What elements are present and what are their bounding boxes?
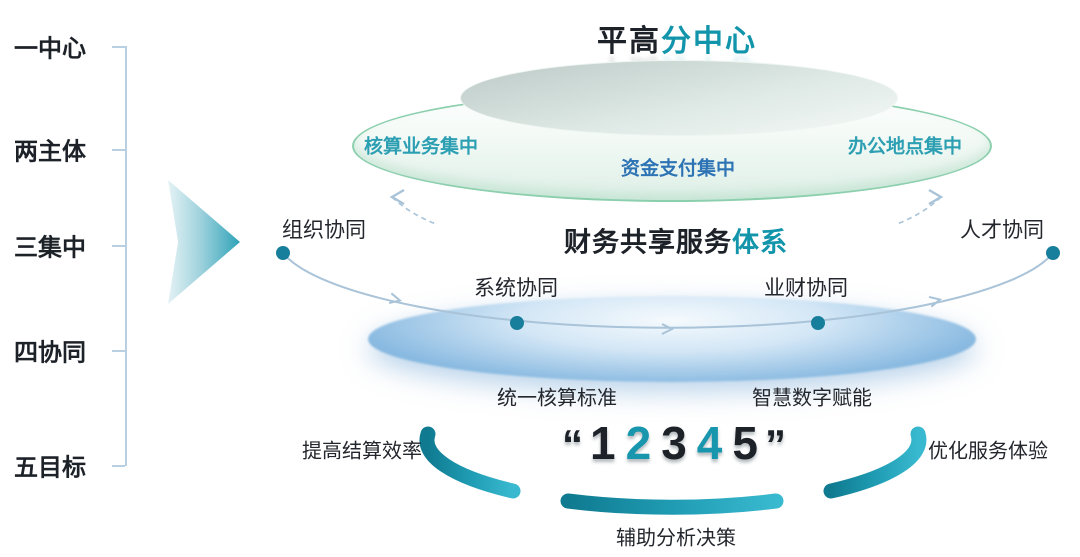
digit-3: 3	[661, 417, 687, 469]
axis-tick	[112, 149, 125, 151]
top-disc-face	[460, 60, 898, 136]
collab-label-organization: 组织协同	[282, 219, 366, 242]
left-arrowhead-icon	[389, 188, 405, 206]
digit-5: 5	[732, 417, 758, 469]
goal-label-unified-standard: 统一核算标准	[497, 387, 617, 410]
core-title: 财务共享服务体系	[564, 221, 788, 260]
collab-label-business: 业财协同	[764, 277, 848, 300]
collab-label-talent: 人才协同	[960, 219, 1044, 242]
right-arrow-icon	[168, 180, 240, 304]
goal-label-settlement-efficiency: 提高结算效率	[302, 440, 422, 463]
digit-2: 2	[625, 417, 652, 469]
page-title-accent: 分中心	[661, 25, 757, 58]
ring-segment-left	[419, 426, 521, 499]
open-quote: “	[562, 421, 584, 468]
arrowhead-icon	[928, 295, 943, 308]
dot-organization	[276, 246, 290, 260]
axis-label-two-bodies: 两主体	[14, 138, 86, 166]
base-disc	[368, 296, 976, 382]
axis-tick	[112, 350, 125, 352]
axis-label-four-collab: 四协同	[14, 339, 86, 367]
disc-label-accounting-centralized: 核算业务集中	[363, 136, 479, 158]
close-quote: ”	[764, 421, 786, 468]
goal-label-smart-digital: 智慧数字赋能	[752, 387, 872, 410]
dot-talent	[1046, 246, 1060, 260]
axis-tick	[112, 245, 125, 247]
digit-4: 4	[696, 417, 723, 469]
goal-label-service-experience: 优化服务体验	[928, 440, 1048, 463]
collab-label-system: 系统协同	[474, 277, 558, 300]
core-title-prefix: 财务共享服务	[564, 227, 732, 258]
axis-bracket-line	[125, 46, 127, 466]
axis-tick	[112, 46, 125, 48]
axis-tick	[112, 465, 125, 467]
axis-label-three-central: 三集中	[14, 234, 86, 262]
arrowhead-icon	[388, 292, 403, 305]
page-title-prefix: 平高	[597, 25, 661, 58]
axis-label-one-center: 一中心	[14, 35, 86, 63]
core-title-accent: 体系	[732, 227, 788, 258]
disc-label-funds-centralized: 资金支付集中	[620, 158, 736, 180]
ring-segment-right	[823, 426, 927, 499]
ring-segment-bottom	[560, 493, 784, 515]
right-arrowhead-icon	[928, 188, 944, 206]
page-title: 平高分中心	[597, 16, 757, 60]
digit-1: 1	[590, 417, 616, 469]
disc-label-office-centralized: 办公地点集中	[847, 136, 963, 158]
axis-label-five-goals: 五目标	[14, 454, 86, 482]
goal-label-analysis-decision: 辅助分析决策	[616, 527, 736, 550]
